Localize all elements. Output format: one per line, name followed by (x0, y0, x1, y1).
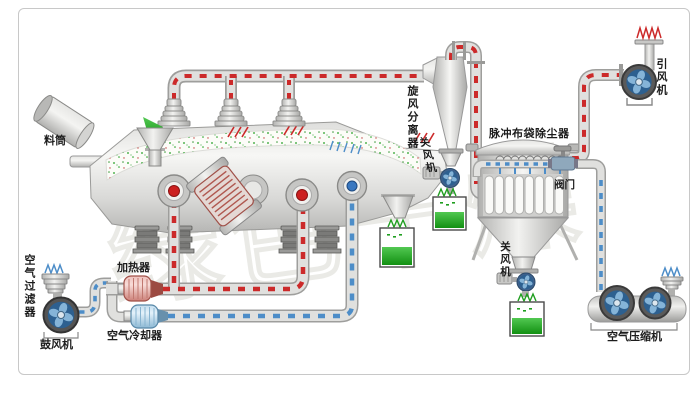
pulse-manifold (472, 159, 578, 177)
exhaust-header-pipe (167, 69, 424, 103)
bag-filter-airlock (496, 256, 539, 297)
air-filter-label: 空气过滤器 (23, 254, 36, 319)
valve-label: 阀门 (554, 179, 575, 191)
bag-filter-airlock-label: 关风机 (499, 241, 511, 279)
dryer-inlet-ports (157, 170, 368, 212)
filter-bags (484, 175, 564, 215)
blower-piping (77, 277, 132, 323)
exhaust-marks (636, 25, 662, 41)
dryer-discharge (379, 194, 415, 268)
feed-drum-label: 料筒 (44, 134, 66, 147)
blower-label: 鼓风机 (40, 338, 73, 351)
compressor-label: 空气压缩机 (607, 330, 662, 343)
air-filter-shape (41, 262, 70, 301)
compressed-air-pipe (576, 159, 606, 292)
blower-shape (42, 296, 80, 339)
induced-draft-fan-shape (619, 25, 664, 106)
air-compressor-shape (587, 265, 687, 331)
pulse-valve-shape (548, 145, 578, 171)
cold-air-pipe (132, 190, 359, 323)
air-cooler-unit (123, 304, 168, 329)
induced-fan-label: 引风机 (655, 58, 668, 97)
feed-drum-shape (33, 95, 174, 167)
clean-air-pipe (570, 69, 624, 164)
vibration-motor (186, 156, 262, 236)
cyclone-label: 旋风分离器 (406, 85, 419, 150)
cyclone-airlock (422, 148, 464, 194)
heater-unit (117, 275, 163, 302)
air-flow-marks (329, 140, 362, 155)
diagram-border (18, 8, 690, 375)
heater-label: 加热器 (117, 261, 150, 274)
air-cooler-label: 空气冷却器 (107, 329, 162, 342)
hot-air-pipe (106, 196, 310, 296)
bag-filter-label: 脉冲布袋除尘器 (489, 127, 570, 140)
top-bellows (157, 98, 306, 127)
